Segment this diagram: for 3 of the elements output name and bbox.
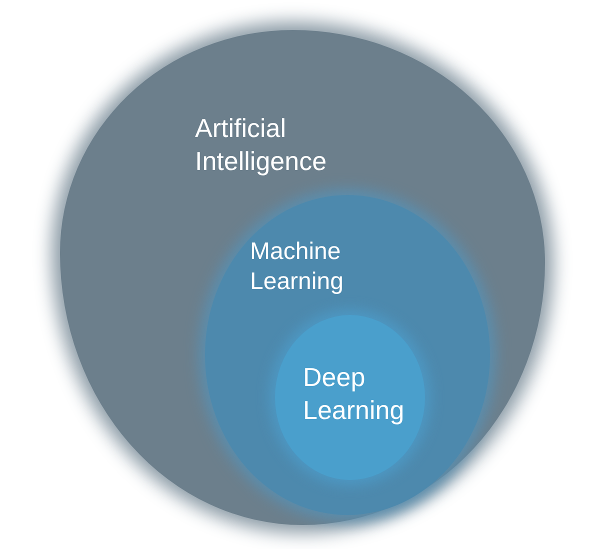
region-label: Machine Learning bbox=[250, 237, 344, 297]
region-label: Artificial Intelligence bbox=[195, 112, 328, 177]
region-label: Deep Learning bbox=[303, 361, 403, 426]
